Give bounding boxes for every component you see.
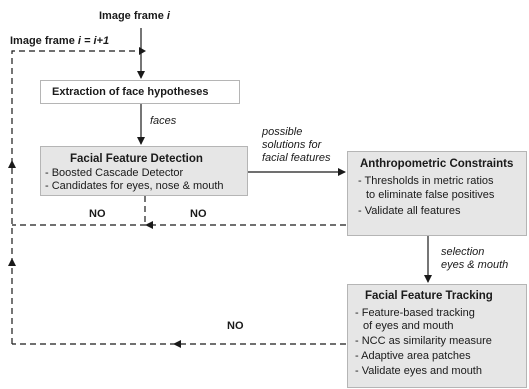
image-frame-label: Image frame i bbox=[99, 10, 170, 22]
no-label-left: NO bbox=[89, 208, 106, 220]
arrowhead-loop-up-1 bbox=[8, 160, 16, 168]
tracking-item: - NCC as similarity measure bbox=[355, 335, 492, 347]
arrowhead-loop-into-frame bbox=[139, 47, 146, 55]
detection-item: - Candidates for eyes, nose & mouth bbox=[45, 180, 224, 192]
tracking-item: - Adaptive area patches bbox=[355, 350, 471, 362]
facial-feature-detection-box: Facial Feature Detection - Boosted Casca… bbox=[40, 146, 248, 196]
extraction-box: Extraction of face hypotheses bbox=[40, 80, 240, 104]
tracking-item: of eyes and mouth bbox=[363, 320, 454, 332]
arrowhead-no-constraints bbox=[145, 221, 153, 229]
constraints-item: - Validate all features bbox=[358, 205, 461, 217]
no-label-right: NO bbox=[190, 208, 207, 220]
extraction-title: Extraction of face hypotheses bbox=[52, 86, 209, 98]
detection-title: Facial Feature Detection bbox=[70, 153, 203, 165]
anthropometric-constraints-box: Anthropometric Constraints - Thresholds … bbox=[347, 151, 527, 236]
tracking-title: Facial Feature Tracking bbox=[365, 290, 493, 302]
image-frame-increment-label: Image frame i = i+1 bbox=[10, 35, 110, 47]
constraints-title: Anthropometric Constraints bbox=[360, 158, 514, 170]
constraints-item: - Thresholds in metric ratios bbox=[358, 175, 494, 187]
arrowhead-loop-up-2 bbox=[8, 258, 16, 266]
no-label-tracking: NO bbox=[227, 320, 244, 332]
constraints-item: to eliminate false positives bbox=[366, 189, 495, 201]
loop-back-line bbox=[11, 50, 139, 344]
arrowhead-no-tracking bbox=[173, 340, 181, 348]
tracking-item: - Validate eyes and mouth bbox=[355, 365, 482, 377]
tracking-item: - Feature-based tracking bbox=[355, 307, 475, 319]
detection-item: - Boosted Cascade Detector bbox=[45, 167, 184, 179]
faces-label: faces bbox=[150, 115, 177, 127]
facial-feature-tracking-box: Facial Feature Tracking - Feature-based … bbox=[347, 284, 527, 388]
